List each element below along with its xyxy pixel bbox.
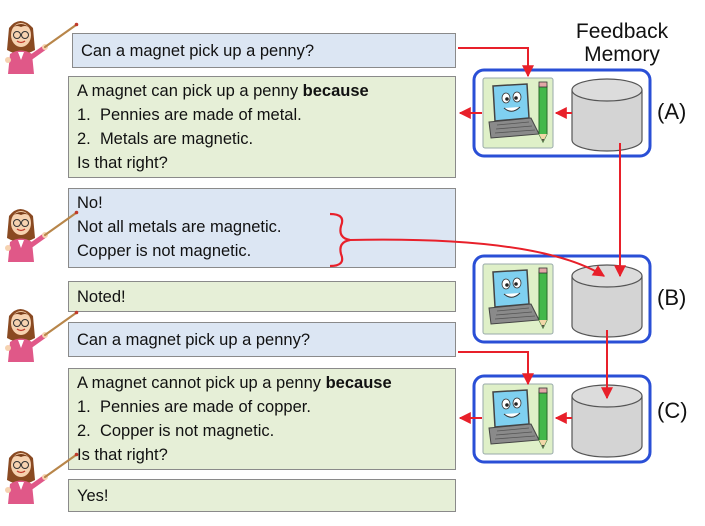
answer-1-lead: A magnet can pick up a penny because <box>77 82 369 100</box>
answer-1-item-2: 2. Metals are magnetic. <box>77 130 254 148</box>
laptop-pencil-icon <box>482 263 554 335</box>
laptop-pencil-icon <box>482 383 554 455</box>
answer-2-item-2: 2. Copper is not magnetic. <box>77 422 275 440</box>
answer-box-1: A magnet can pick up a penny because 1. … <box>68 76 456 178</box>
arrow-question-to-model-c <box>458 351 534 386</box>
answer-2-lead: A magnet cannot pick up a penny because <box>77 374 392 392</box>
teacher-icon <box>5 21 78 74</box>
teacher-icon <box>5 309 78 362</box>
answer-1-item-1: 1. Pennies are made of metal. <box>77 106 302 124</box>
database-cylinder-icon <box>571 78 643 152</box>
arrow-feedback-to-memory-b <box>349 238 606 277</box>
feedback-brace <box>329 212 351 268</box>
question-box-2: Can a magnet pick up a penny? <box>68 322 456 357</box>
noted-box: Noted! <box>68 281 456 312</box>
arrow-question-to-model-a <box>458 47 534 78</box>
database-cylinder-icon <box>571 264 643 338</box>
yes-box: Yes! <box>68 479 456 512</box>
question-box-1: Can a magnet pick up a penny? <box>72 33 456 68</box>
answer-box-2: A magnet cannot pick up a penny because … <box>68 368 456 470</box>
answer-2-item-1: 1. Pennies are made of copper. <box>77 398 311 416</box>
stage-label-a: (A) <box>657 99 687 124</box>
answer-2-confirm: Is that right? <box>77 446 168 464</box>
teacher-icon <box>5 451 78 504</box>
feedback-memory-title: Feedback Memory <box>575 20 669 66</box>
teacher-icon <box>5 209 78 262</box>
stage-label-b: (B) <box>657 285 687 310</box>
answer-1-confirm: Is that right? <box>77 154 168 172</box>
laptop-pencil-icon <box>482 77 554 149</box>
feedback-box: No! Not all metals are magnetic. Copper … <box>68 188 456 268</box>
stage-label-c: (C) <box>657 398 688 423</box>
